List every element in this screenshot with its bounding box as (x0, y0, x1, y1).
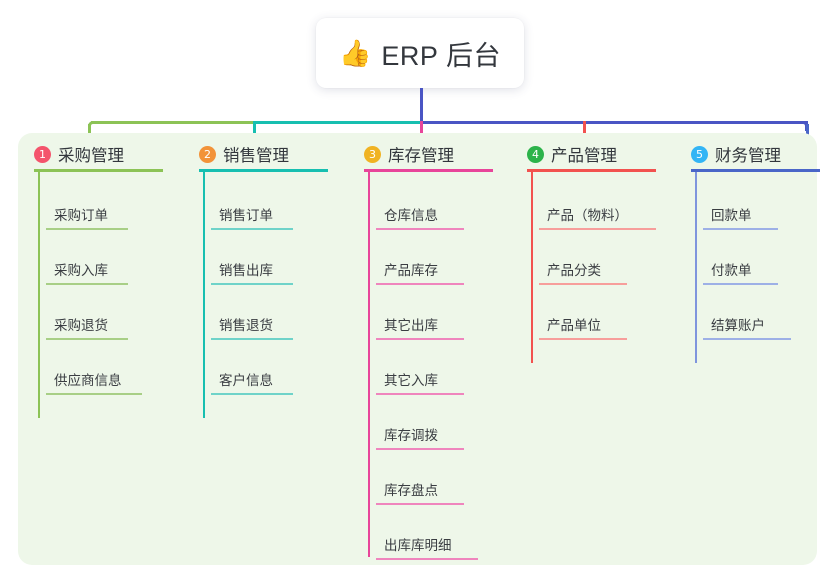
item-label: 产品分类 (547, 263, 601, 278)
connector-bar-blue (421, 121, 808, 124)
branch-5-spine (695, 172, 697, 363)
item-rule (539, 228, 656, 230)
branch-2-number-badge: 2 (199, 145, 216, 163)
item-label: 其它入库 (384, 373, 438, 388)
branch-2-item-3[interactable]: 销售退货 (211, 314, 293, 340)
item-rule (211, 338, 293, 340)
branch-2-item-1[interactable]: 销售订单 (211, 204, 293, 230)
item-label: 客户信息 (219, 373, 273, 388)
item-label: 库存调拨 (384, 428, 438, 443)
item-label: 仓库信息 (384, 208, 438, 223)
item-rule (46, 338, 128, 340)
branch-3-item-4[interactable]: 其它入库 (376, 369, 464, 395)
item-label: 采购订单 (54, 208, 108, 223)
item-rule (376, 393, 464, 395)
item-rule (376, 503, 464, 505)
branch-1-item-1[interactable]: 采购订单 (46, 204, 128, 230)
branch-1-item-4[interactable]: 供应商信息 (46, 369, 142, 395)
item-rule (376, 228, 464, 230)
branch-4-header-rule (527, 169, 656, 172)
branches-panel: 1 采购管理 采购订单 采购入库 采购退货 供应商信息 (18, 133, 820, 565)
branch-4-item-3[interactable]: 产品单位 (539, 314, 627, 340)
item-label: 产品（物料） (547, 208, 628, 223)
branch-5-number-badge: 5 (691, 145, 708, 163)
root-node-title: ERP 后台 (381, 40, 501, 71)
branch-4-number-badge: 4 (527, 145, 544, 163)
branch-2-header[interactable]: 2 销售管理 (199, 142, 289, 166)
item-label: 产品库存 (384, 263, 438, 278)
branch-1-header-rule (34, 169, 163, 172)
item-label: 付款单 (711, 263, 752, 278)
branch-1-number-badge: 1 (34, 145, 51, 163)
item-label: 库存盘点 (384, 483, 438, 498)
root-node-erp-backend[interactable]: 👍 ERP 后台 (316, 18, 524, 88)
item-label: 其它出库 (384, 318, 438, 333)
item-label: 销售出库 (219, 263, 273, 278)
item-rule (211, 283, 293, 285)
branch-3-header[interactable]: 3 库存管理 (364, 142, 454, 166)
branch-2-item-2[interactable]: 销售出库 (211, 259, 293, 285)
branch-3-item-5[interactable]: 库存调拨 (376, 424, 464, 450)
branch-3-title: 库存管理 (388, 147, 454, 165)
item-rule (46, 393, 142, 395)
branch-3-header-rule (364, 169, 493, 172)
branch-4-spine (531, 172, 533, 363)
item-rule (211, 393, 293, 395)
item-rule (539, 338, 627, 340)
branch-1-title: 采购管理 (58, 147, 124, 165)
item-rule (376, 338, 464, 340)
item-label: 结算账户 (711, 318, 765, 333)
item-rule (46, 228, 128, 230)
item-rule (211, 228, 293, 230)
branch-4-item-2[interactable]: 产品分类 (539, 259, 627, 285)
thumbs-up-emoji: 👍 (339, 38, 372, 68)
branch-5-item-2[interactable]: 付款单 (703, 259, 778, 285)
item-rule (539, 283, 627, 285)
connector-bar-teal (253, 121, 421, 124)
branch-5-title: 财务管理 (715, 147, 781, 165)
branch-2-item-4[interactable]: 客户信息 (211, 369, 293, 395)
root-stem-connector (420, 88, 423, 124)
item-rule (46, 283, 128, 285)
item-label: 供应商信息 (54, 373, 122, 388)
branch-5-header[interactable]: 5 财务管理 (691, 142, 781, 166)
branch-3-item-6[interactable]: 库存盘点 (376, 479, 464, 505)
item-rule (703, 228, 778, 230)
branch-1-spine (38, 172, 40, 418)
branch-5-header-rule (691, 169, 820, 172)
item-label: 销售退货 (219, 318, 273, 333)
item-label: 采购退货 (54, 318, 108, 333)
branch-3-item-7[interactable]: 出库库明细 (376, 534, 478, 560)
branch-5-item-1[interactable]: 回款单 (703, 204, 778, 230)
item-rule (376, 448, 464, 450)
branch-3-item-3[interactable]: 其它出库 (376, 314, 464, 340)
branch-3-spine (368, 172, 370, 557)
item-rule (376, 558, 478, 560)
branch-1-item-2[interactable]: 采购入库 (46, 259, 128, 285)
item-rule (703, 338, 791, 340)
branch-4-title: 产品管理 (551, 147, 617, 165)
item-label: 回款单 (711, 208, 752, 223)
branch-2-title: 销售管理 (223, 147, 289, 165)
branch-1-header[interactable]: 1 采购管理 (34, 142, 124, 166)
branch-3-item-2[interactable]: 产品库存 (376, 259, 464, 285)
branch-3-number-badge: 3 (364, 145, 381, 163)
branch-2-header-rule (199, 169, 328, 172)
item-rule (376, 283, 464, 285)
branch-3-item-1[interactable]: 仓库信息 (376, 204, 464, 230)
item-label: 产品单位 (547, 318, 601, 333)
item-rule (703, 283, 778, 285)
connector-bar-green (91, 121, 253, 124)
item-label: 出库库明细 (384, 538, 452, 553)
branch-5-item-3[interactable]: 结算账户 (703, 314, 791, 340)
item-label: 采购入库 (54, 263, 108, 278)
item-label: 销售订单 (219, 208, 273, 223)
branch-2-spine (203, 172, 205, 418)
branch-4-header[interactable]: 4 产品管理 (527, 142, 617, 166)
branch-1-item-3[interactable]: 采购退货 (46, 314, 128, 340)
branch-4-item-1[interactable]: 产品（物料） (539, 204, 656, 230)
